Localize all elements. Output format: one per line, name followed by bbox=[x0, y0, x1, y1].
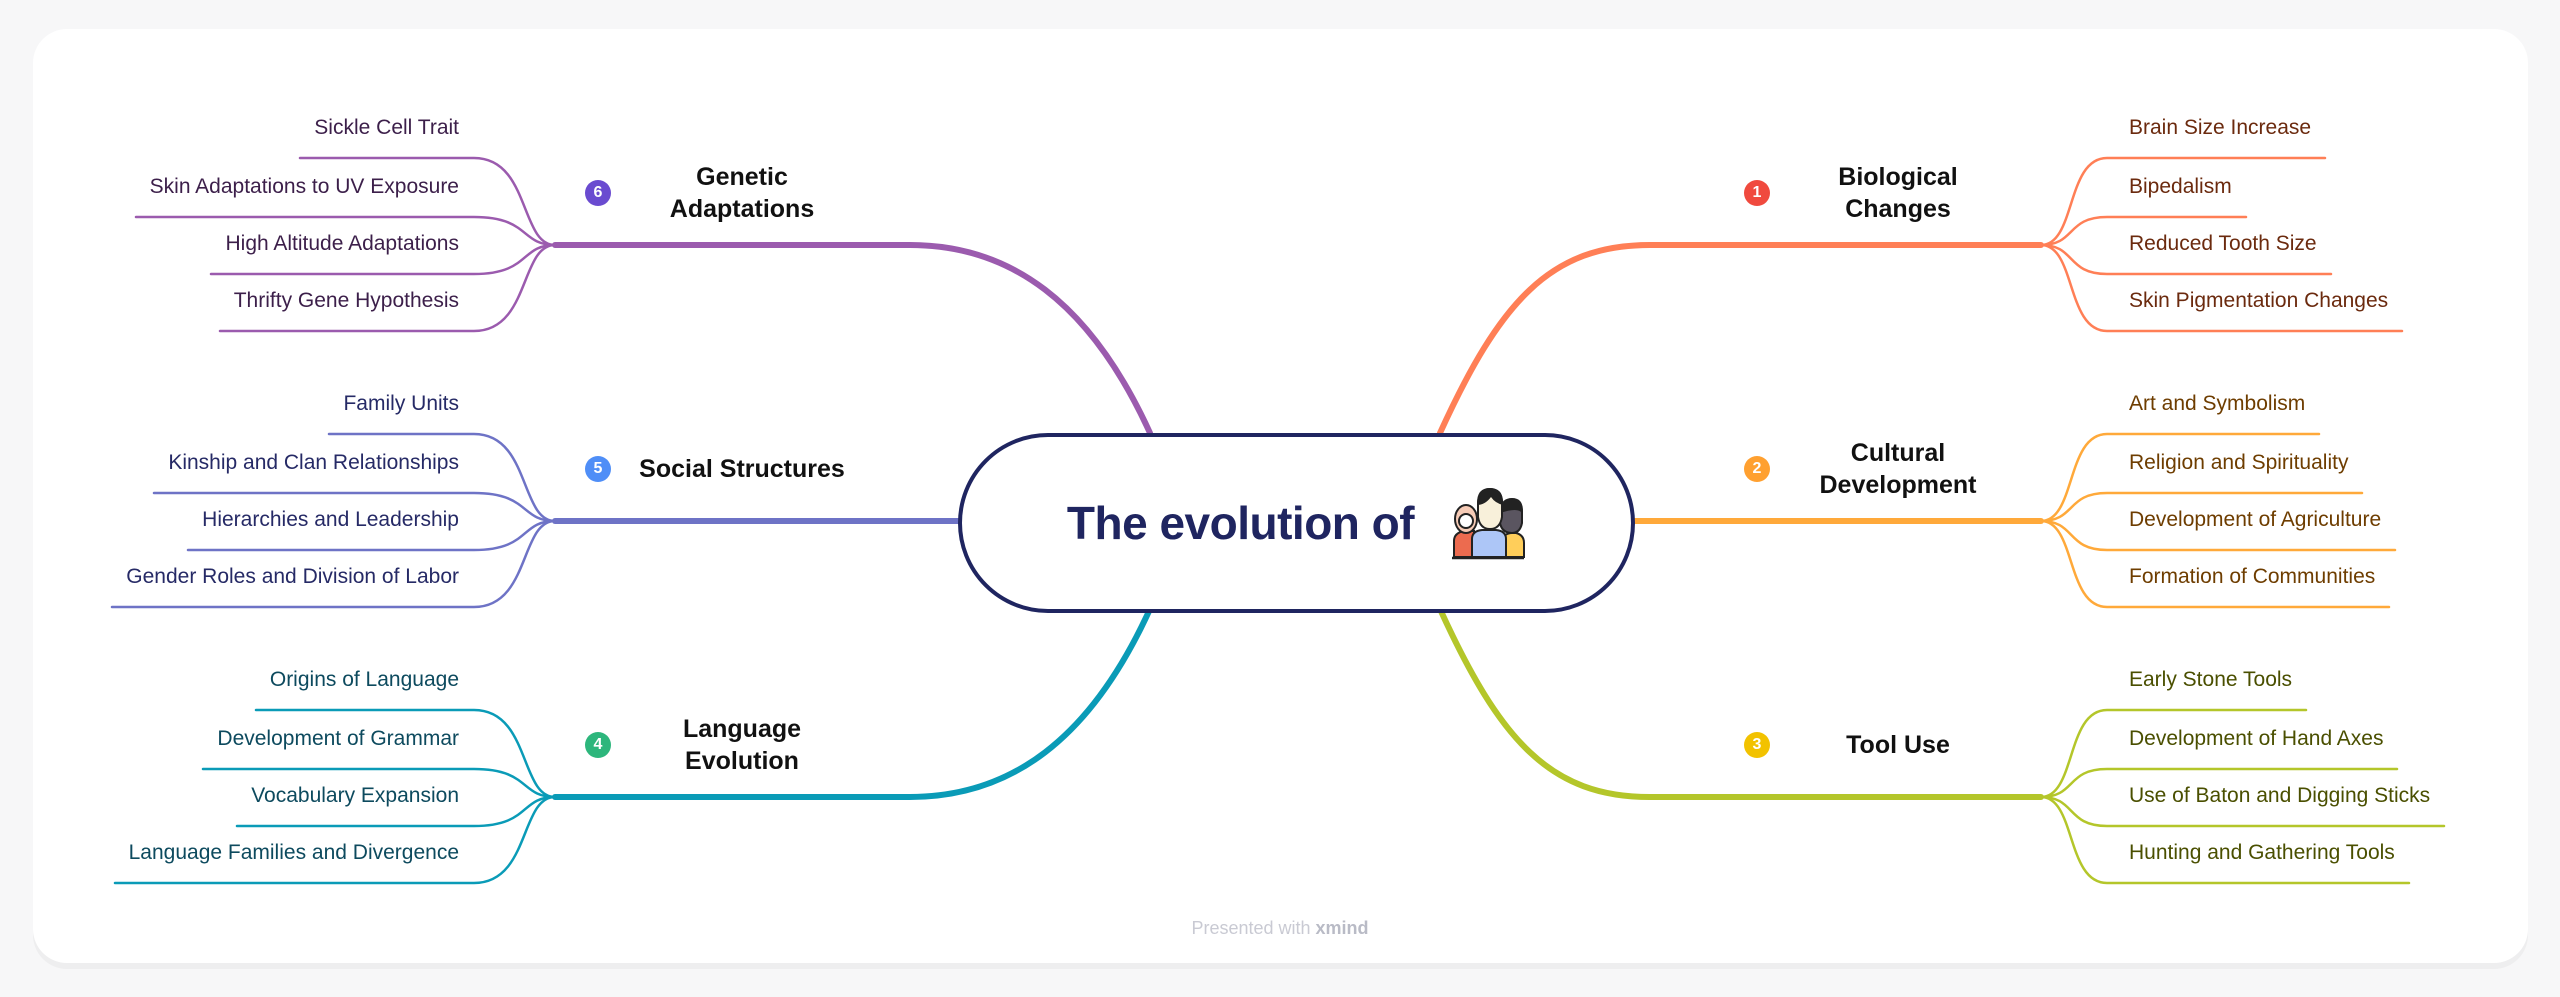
topic-title-line: Language bbox=[682, 715, 802, 743]
subtopic-genetic[interactable]: High Altitude Adaptations bbox=[225, 232, 459, 255]
subtopic-social[interactable]: Hierarchies and Leadership bbox=[202, 508, 459, 531]
subtopic-connector-biological bbox=[2039, 243, 2333, 276]
subtopic-biological[interactable]: Skin Pigmentation Changes bbox=[2129, 289, 2389, 312]
topic-tool[interactable]: Tool Use bbox=[1846, 729, 1950, 761]
subtopic-connector-language bbox=[201, 767, 557, 799]
people-group-icon bbox=[1452, 487, 1526, 560]
subtopic-cultural[interactable]: Formation of Communities bbox=[2129, 565, 2376, 588]
subtopic-social[interactable]: Gender Roles and Division of Labor bbox=[126, 565, 459, 588]
subtopic-connector-social bbox=[186, 519, 557, 552]
subtopic-cultural[interactable]: Development of Agriculture bbox=[2129, 508, 2382, 531]
subtopic-language[interactable]: Language Families and Divergence bbox=[128, 841, 459, 864]
subtopic-language[interactable]: Development of Grammar bbox=[217, 727, 459, 750]
topic-title-line: Biological bbox=[1838, 163, 1958, 191]
main-branch-language bbox=[552, 606, 1153, 800]
subtopic-connector-tool bbox=[2039, 708, 2308, 799]
subtopic-language[interactable]: Origins of Language bbox=[269, 668, 459, 691]
topic-title-line: Evolution bbox=[685, 747, 799, 775]
footer-attribution: Presented with xmind bbox=[0, 918, 2560, 939]
subtopic-connector-biological bbox=[2039, 215, 2248, 247]
subtopic-connector-social bbox=[110, 519, 557, 609]
subtopic-biological[interactable]: Bipedalism bbox=[2129, 175, 2232, 198]
subtopic-tool[interactable]: Use of Baton and Digging Sticks bbox=[2129, 784, 2431, 807]
footer-prefix: Presented with bbox=[1191, 918, 1311, 938]
subtopic-connector-language bbox=[113, 795, 557, 885]
subtopic-connector-genetic bbox=[298, 156, 557, 247]
subtopic-connector-tool bbox=[2039, 795, 2411, 885]
central-topic[interactable]: The evolution of bbox=[958, 433, 1635, 613]
subtopic-genetic[interactable]: Skin Adaptations to UV Exposure bbox=[149, 175, 459, 198]
xmind-brand-link[interactable]: xmind bbox=[1315, 918, 1369, 938]
subtopic-biological[interactable]: Reduced Tooth Size bbox=[2129, 232, 2317, 255]
subtopic-tool[interactable]: Early Stone Tools bbox=[2129, 668, 2293, 691]
subtopic-social[interactable]: Family Units bbox=[343, 392, 459, 415]
topic-title-line: Changes bbox=[1845, 195, 1951, 223]
subtopic-cultural[interactable]: Art and Symbolism bbox=[2129, 392, 2306, 415]
subtopic-connector-language bbox=[254, 708, 557, 799]
main-branch-genetic bbox=[552, 242, 1153, 436]
subtopic-connector-language bbox=[235, 795, 557, 828]
topic-title-line: Development bbox=[1819, 471, 1977, 499]
subtopic-tool[interactable]: Hunting and Gathering Tools bbox=[2129, 841, 2395, 864]
subtopic-connector-tool bbox=[2039, 795, 2446, 828]
topic-badge-language: 4 bbox=[585, 732, 611, 758]
subtopic-social[interactable]: Kinship and Clan Relationships bbox=[168, 451, 459, 474]
topic-title-line: Tool Use bbox=[1846, 731, 1950, 759]
subtopic-connector-tool bbox=[2039, 767, 2399, 799]
central-topic-title: The evolution of bbox=[1066, 497, 1415, 549]
subtopic-connector-genetic bbox=[134, 215, 557, 247]
topic-badge-cultural: 2 bbox=[1744, 456, 1770, 482]
topic-title-line: Social Structures bbox=[639, 455, 845, 483]
subtopic-connector-cultural bbox=[2039, 519, 2391, 609]
subtopic-connector-cultural bbox=[2039, 519, 2397, 552]
subtopic-language[interactable]: Vocabulary Expansion bbox=[251, 784, 459, 807]
topic-title-line: Cultural bbox=[1850, 439, 1946, 467]
subtopic-connector-genetic bbox=[209, 243, 557, 276]
subtopic-connector-social bbox=[327, 432, 557, 523]
subtopic-connector-biological bbox=[2039, 243, 2404, 333]
topic-social[interactable]: Social Structures bbox=[639, 453, 845, 485]
topic-badge-social: 5 bbox=[585, 456, 611, 482]
subtopic-genetic[interactable]: Thrifty Gene Hypothesis bbox=[233, 289, 459, 312]
subtopic-connector-biological bbox=[2039, 156, 2327, 247]
topic-badge-tool: 3 bbox=[1744, 732, 1770, 758]
subtopic-connector-cultural bbox=[2039, 432, 2321, 523]
topic-badge-genetic: 6 bbox=[585, 180, 611, 206]
subtopic-connector-cultural bbox=[2039, 491, 2364, 523]
subtopic-genetic[interactable]: Sickle Cell Trait bbox=[314, 116, 459, 139]
subtopic-tool[interactable]: Development of Hand Axes bbox=[2129, 727, 2384, 750]
topic-badge-biological: 1 bbox=[1744, 180, 1770, 206]
subtopic-connector-social bbox=[152, 491, 557, 523]
main-branch-biological bbox=[1437, 242, 2044, 436]
subtopic-connector-genetic bbox=[218, 243, 557, 333]
subtopic-biological[interactable]: Brain Size Increase bbox=[2129, 116, 2312, 139]
main-branch-tool bbox=[1437, 606, 2044, 800]
subtopic-cultural[interactable]: Religion and Spirituality bbox=[2129, 451, 2349, 474]
topic-title-line: Genetic bbox=[696, 163, 788, 191]
topic-title-line: Adaptations bbox=[669, 195, 815, 223]
